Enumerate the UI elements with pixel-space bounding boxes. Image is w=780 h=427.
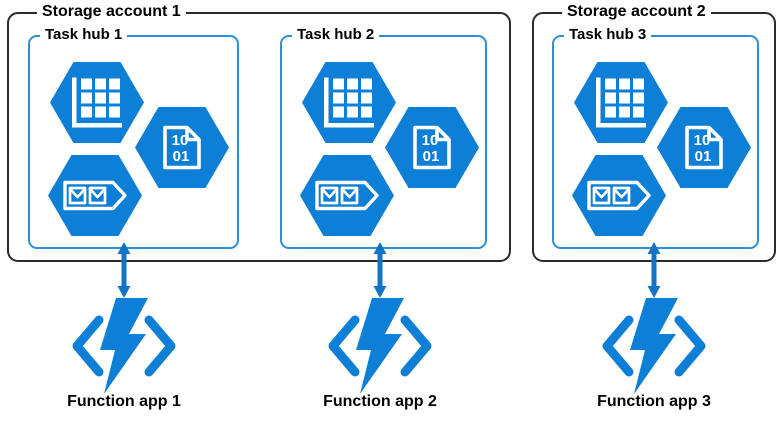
task-hub-1-storage-cluster: [48, 62, 229, 236]
task-hub-3-box: Task hub 3: [552, 26, 759, 249]
function-app-2-label: Function app 2: [323, 393, 437, 410]
blob-file-icon: [657, 107, 751, 188]
storage-account-1-label: Storage account 1: [37, 2, 186, 22]
bidirectional-arrow-icon: [646, 242, 662, 298]
task-hub-1-box: Task hub 1: [28, 26, 239, 249]
blob-file-icon: [385, 107, 479, 188]
bidirectional-arrow-icon: [116, 242, 132, 298]
table-storage-icon: [50, 62, 144, 143]
function-lightning-icon: [325, 296, 435, 396]
table-storage-icon: [302, 62, 396, 143]
storage-account-2-box: Storage account 2 Task hub 3: [532, 2, 776, 262]
blob-file-icon: [135, 107, 229, 188]
function-app-3-label: Function app 3: [597, 393, 711, 410]
function-lightning-icon: [69, 296, 179, 396]
queue-storage-icon: [48, 155, 142, 236]
task-hub-2-box: Task hub 2: [280, 26, 487, 249]
function-app-1-label: Function app 1: [67, 393, 181, 410]
storage-account-1-box: Storage account 1 Task hub 1 Task hub 2: [7, 2, 511, 262]
task-hub-3-storage-cluster: [572, 62, 751, 236]
function-lightning-icon: [599, 296, 709, 396]
storage-account-2-label: Storage account 2: [562, 2, 711, 22]
task-hub-3-label: Task hub 3: [564, 26, 652, 44]
queue-storage-icon: [300, 155, 394, 236]
bidirectional-arrow-icon: [372, 242, 388, 298]
table-storage-icon: [574, 62, 668, 143]
task-hub-2-storage-cluster: [300, 62, 479, 236]
queue-storage-icon: [572, 155, 666, 236]
task-hub-1-label: Task hub 1: [40, 26, 128, 44]
task-hub-2-label: Task hub 2: [292, 26, 380, 44]
